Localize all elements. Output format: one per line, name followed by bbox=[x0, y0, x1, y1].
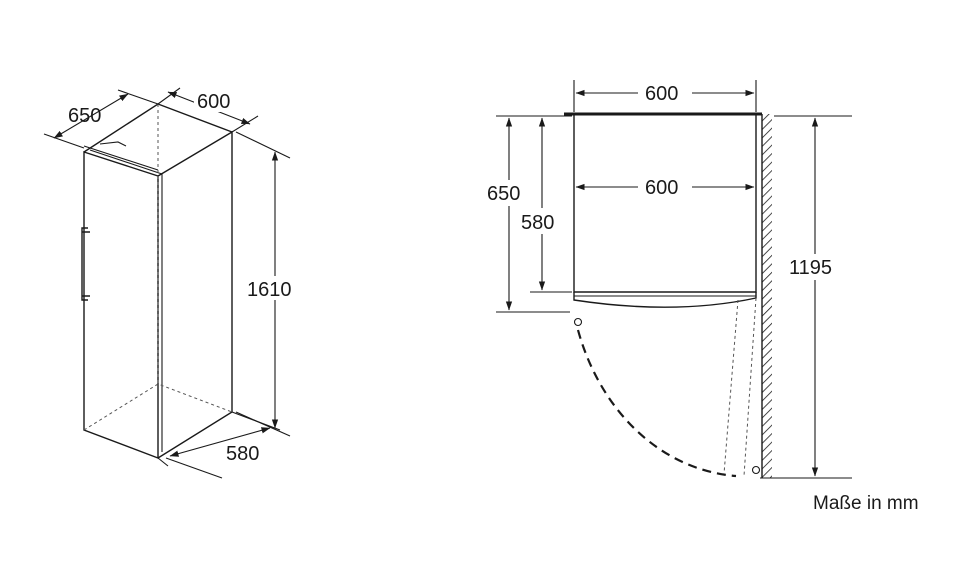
cabinet-front-face bbox=[83, 151, 159, 460]
door-edge bbox=[89, 149, 163, 452]
door-closed bbox=[573, 292, 757, 308]
units-caption: Maße in mm bbox=[813, 493, 919, 514]
door-open-position bbox=[723, 297, 757, 477]
label-inner-width-plan: 600 bbox=[645, 177, 678, 199]
cabinet-outline-plan bbox=[573, 114, 757, 293]
label-depth-plan: 650 bbox=[487, 183, 520, 205]
plan-view: 600 600 650 580 1195 bbox=[486, 80, 852, 479]
dim-line-depth-iso bbox=[53, 93, 129, 139]
door-handle bbox=[81, 227, 90, 301]
isometric-view: 650 600 1610 580 bbox=[43, 87, 298, 479]
label-inner-depth-iso: 580 bbox=[226, 443, 259, 465]
label-width-plan: 600 bbox=[645, 83, 678, 105]
label-height-iso: 1610 bbox=[247, 279, 292, 301]
label-door-open-plan: 1195 bbox=[789, 257, 832, 279]
label-width-iso: 600 bbox=[197, 91, 230, 113]
hidden-edges bbox=[83, 104, 233, 431]
hinge-icon bbox=[573, 317, 583, 327]
hinge-icon-open bbox=[751, 465, 761, 475]
label-inner-depth-plan: 580 bbox=[521, 212, 554, 234]
wall-hatching bbox=[762, 114, 772, 478]
dim-line-inner-depth-iso bbox=[169, 427, 271, 457]
top-hinge-detail bbox=[99, 141, 127, 147]
door-swing-arc bbox=[576, 329, 737, 478]
cabinet-side-face bbox=[157, 130, 233, 459]
label-depth-iso: 650 bbox=[68, 105, 101, 127]
